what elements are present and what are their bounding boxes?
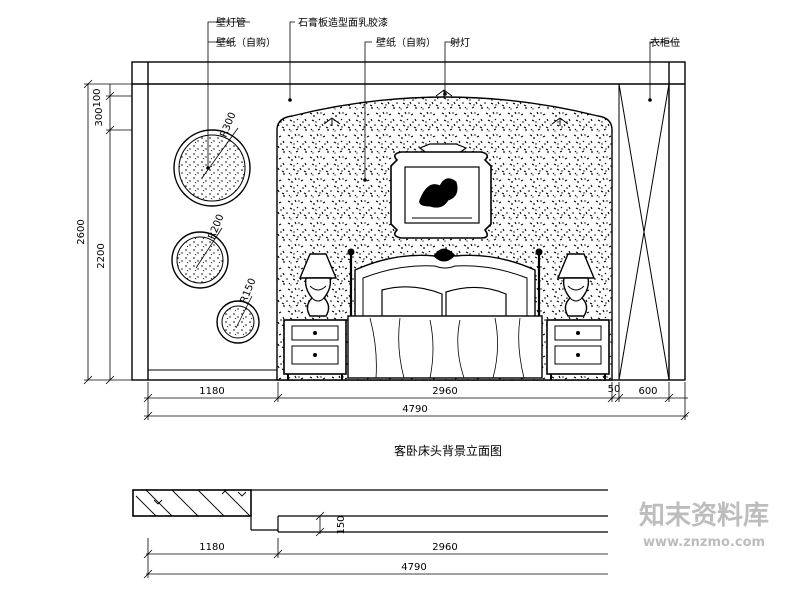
callout-gypsum-ceiling: 石膏板造型面乳胶漆 bbox=[298, 16, 388, 29]
wall-painting bbox=[390, 143, 492, 239]
dim-horizontal-2960: 2960 bbox=[432, 386, 457, 397]
callout-wall-lamp-rail: 壁灯管 bbox=[216, 16, 246, 29]
drawing-title: 客卧床头背景立面图 bbox=[394, 443, 502, 458]
dim-vertical-100: 100 bbox=[92, 88, 103, 107]
callout-wardrobe: 衣柜位 bbox=[650, 36, 680, 49]
dim-vertical-2200: 2200 bbox=[96, 243, 107, 268]
vertical-dimension-lines bbox=[83, 79, 132, 385]
decor-circle-small bbox=[216, 295, 260, 344]
callout-wallpaper-center: 壁纸（自购） bbox=[376, 36, 436, 49]
callout-wallpaper-left: 壁纸（自购） bbox=[216, 36, 276, 49]
plan-dim-150: 150 bbox=[336, 515, 347, 534]
bed bbox=[347, 248, 543, 379]
table-lamp-right bbox=[556, 253, 596, 317]
leader-lines bbox=[207, 21, 680, 180]
radius-label-r200: R200 bbox=[207, 213, 227, 241]
watermark: 知末资料库 www.znzmo.com bbox=[612, 492, 796, 552]
nightstand-left bbox=[283, 319, 347, 380]
watermark-url: www.znzmo.com bbox=[643, 535, 765, 550]
radius-label-r150: R150 bbox=[239, 277, 259, 305]
plan-dim-4790: 4790 bbox=[401, 562, 426, 573]
dim-vertical-300: 300 bbox=[94, 107, 105, 126]
horizontal-dimension-lines bbox=[143, 382, 690, 421]
leader-dots bbox=[206, 92, 652, 182]
dim-vertical-2600: 2600 bbox=[76, 219, 87, 244]
decor-circle-medium bbox=[171, 227, 229, 289]
plan-section bbox=[132, 489, 608, 537]
plan-dim-1180: 1180 bbox=[199, 542, 224, 553]
dim-horizontal-600: 600 bbox=[638, 386, 657, 397]
dim-horizontal-1180: 1180 bbox=[199, 386, 224, 397]
plan-dimension-lines bbox=[143, 538, 608, 579]
callout-spot-light: 射灯 bbox=[450, 37, 470, 49]
plan-dim-2960: 2960 bbox=[432, 542, 457, 553]
dim-horizontal-4790: 4790 bbox=[402, 404, 427, 415]
wardrobe-position bbox=[618, 83, 670, 381]
table-lamp-left bbox=[298, 253, 338, 317]
radius-label-r300: R300 bbox=[219, 111, 239, 139]
dim-horizontal-50: 50 bbox=[608, 384, 621, 395]
watermark-brand: 知末资料库 bbox=[639, 501, 769, 531]
decor-circle-large bbox=[173, 127, 251, 207]
nightstand-right bbox=[546, 319, 610, 380]
